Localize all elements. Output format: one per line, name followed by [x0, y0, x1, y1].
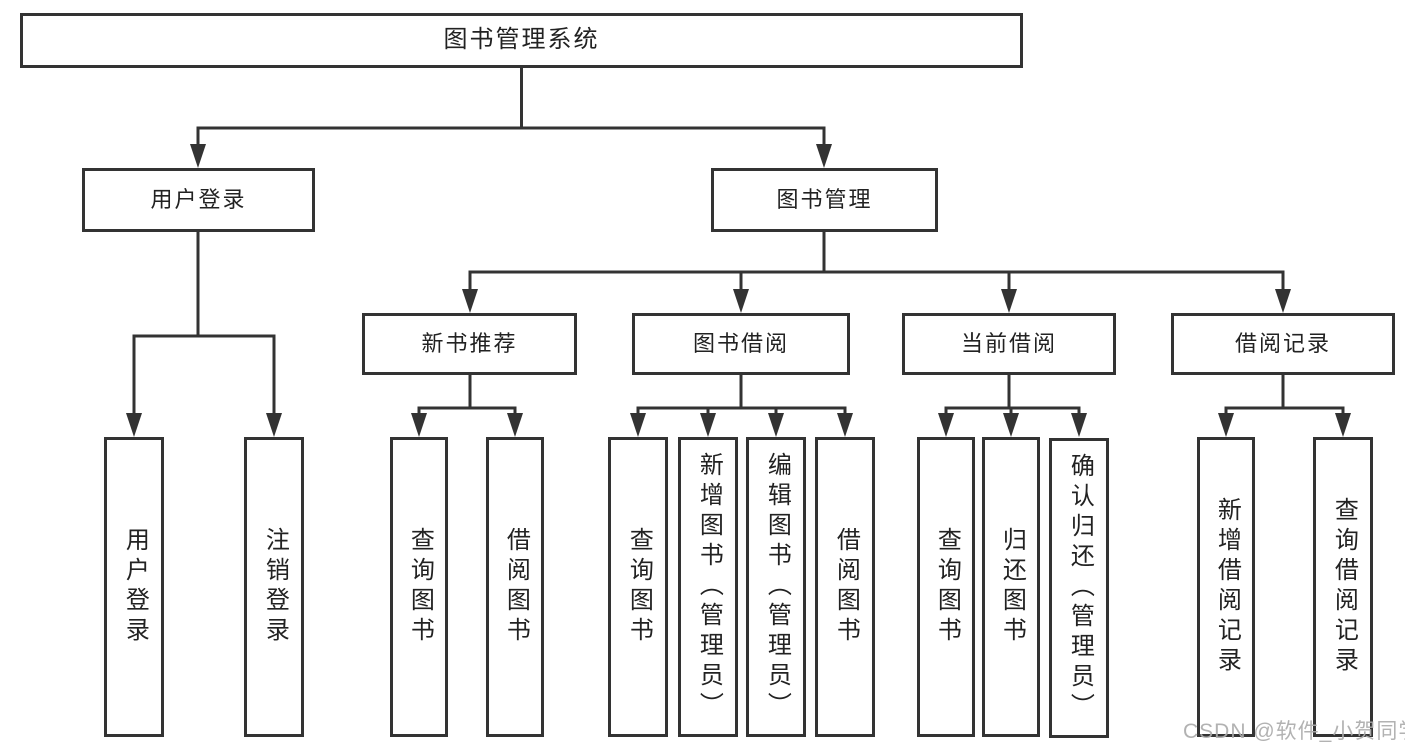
leaf-recommend-query-books: 查询图书 — [390, 437, 448, 737]
node-borrowing-records: 借阅记录 — [1171, 313, 1395, 375]
leaf-return-books: 归还图书 — [982, 437, 1040, 737]
node-book-borrowing: 图书借阅 — [632, 313, 850, 375]
leaf-edit-books-admin: 编辑图书（管理员） — [746, 437, 806, 737]
node-current-borrowing: 当前借阅 — [902, 313, 1116, 375]
leaf-query-borrow-record: 查询借阅记录 — [1313, 437, 1373, 737]
node-user-login: 用户登录 — [82, 168, 315, 232]
leaf-add-books-admin: 新增图书（管理员） — [678, 437, 738, 737]
node-new-book-recommend: 新书推荐 — [362, 313, 577, 375]
leaf-borrow-books: 借阅图书 — [815, 437, 875, 737]
leaf-recommend-borrow-books: 借阅图书 — [486, 437, 544, 737]
watermark: CSDN @软件_小贺同学 — [1183, 720, 1405, 743]
leaf-add-borrow-record: 新增借阅记录 — [1197, 437, 1255, 737]
leaf-confirm-return-admin: 确认归还（管理员） — [1049, 438, 1109, 738]
node-book-management: 图书管理 — [711, 168, 938, 232]
leaf-user-login: 用户登录 — [104, 437, 164, 737]
leaf-borrowing-query-books: 查询图书 — [608, 437, 668, 737]
leaf-logout: 注销登录 — [244, 437, 304, 737]
leaf-current-query-books: 查询图书 — [917, 437, 975, 737]
node-library-management-system: 图书管理系统 — [20, 13, 1023, 68]
